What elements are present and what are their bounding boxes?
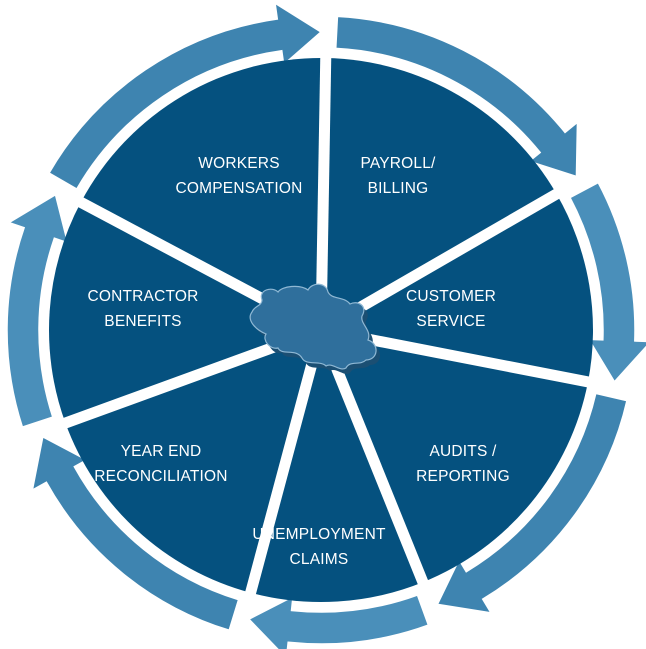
segment-label-unemployment-claims: UNEMPLOYMENT [252, 526, 386, 543]
segment-wedge-year-end-reconciliation [48, 202, 321, 424]
segment-wedge-workers-compensation [321, 58, 557, 330]
segment-divider [7, 327, 316, 449]
segment-label-workers-compensation-line2: COMPENSATION [176, 180, 303, 197]
arrow-ring [6, 1, 646, 649]
puzzle-piece-icon [249, 283, 381, 374]
segment-label-year-end-reconciliation-line2: RECONCILIATION [94, 468, 227, 485]
segment-label-payroll-billing-line2: BILLING [368, 180, 429, 197]
segment-divider [327, 326, 646, 399]
cycle-arrow [247, 594, 430, 649]
segment-divider [325, 159, 612, 331]
segment-divider [315, 0, 333, 323]
segment-label-audits-reporting-line2: REPORTING [416, 468, 510, 485]
segment-wedge-customer-service [321, 330, 589, 583]
segment-label-contractor-benefits: CONTRACTOR [87, 288, 198, 305]
segment-wedges [7, 0, 646, 649]
segment-label-customer-service: CUSTOMER [406, 288, 496, 305]
puzzle-piece-body [249, 283, 377, 370]
cycle-arrow [6, 193, 69, 428]
segment-wedge-audits-reporting [250, 330, 423, 602]
segment-labels: WORKERS COMPENSATION PAYROLL/ BILLING CU… [87, 155, 509, 568]
segment-label-workers-compensation: WORKERS [198, 155, 280, 172]
segment-label-contractor-benefits-line2: BENEFITS [104, 313, 181, 330]
segment-wedge-payroll-billing [321, 194, 593, 382]
segment-label-payroll-billing: PAYROLL/ [360, 155, 436, 172]
segment-label-audits-reporting: AUDITS / [429, 443, 497, 460]
segment-label-unemployment-claims-line2: CLAIMS [290, 551, 349, 568]
segment-label-customer-service-line2: SERVICE [416, 313, 485, 330]
segment-divider [229, 336, 325, 649]
segment-wedge-contractor-benefits [80, 58, 326, 331]
segment-wedge-unemployment-claims [65, 330, 321, 593]
segment-label-year-end-reconciliation: YEAR END [121, 443, 202, 460]
segment-divider [318, 335, 451, 640]
